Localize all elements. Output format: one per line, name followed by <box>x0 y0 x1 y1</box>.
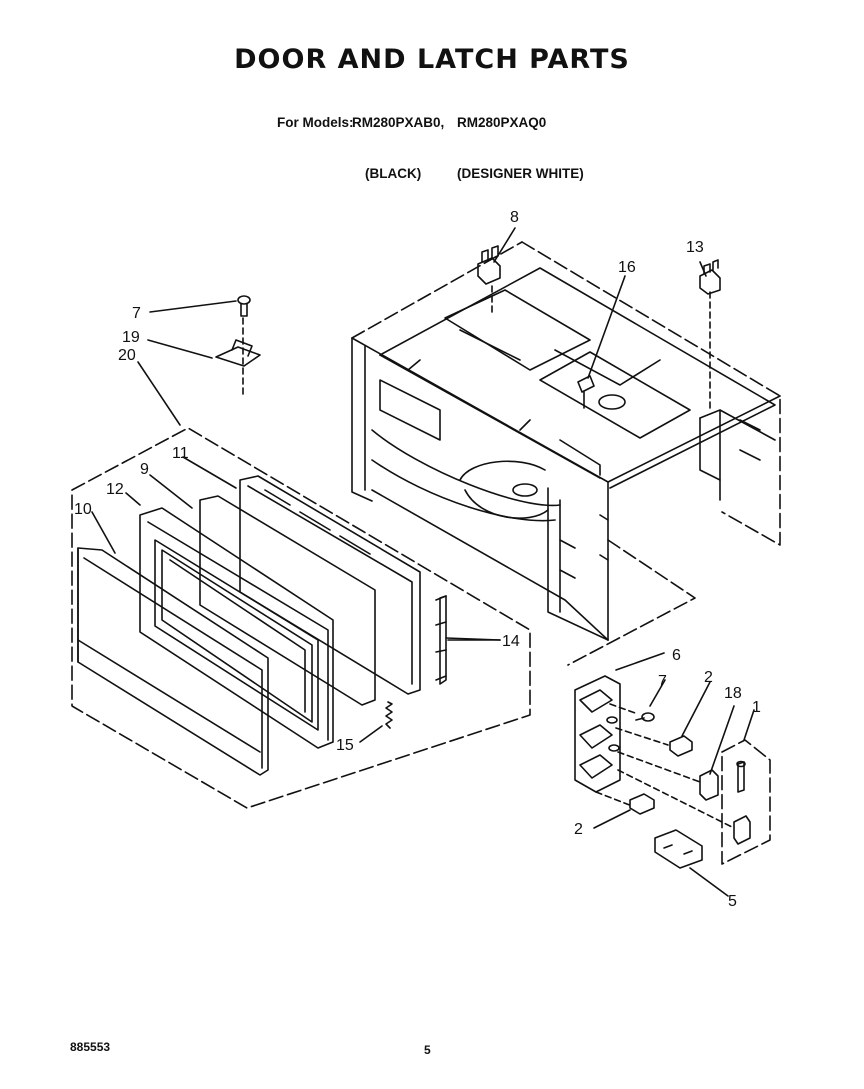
callout-20: 20 <box>118 347 136 364</box>
callout-8: 8 <box>510 209 519 226</box>
part-18-switch <box>699 769 719 801</box>
callout-2-lower: 2 <box>574 821 583 838</box>
callout-15: 15 <box>336 737 354 754</box>
part-1-interlock-bracket <box>721 739 771 865</box>
part-5-lever <box>654 829 703 869</box>
callout-1: 1 <box>752 699 761 716</box>
callout-14: 14 <box>502 633 520 650</box>
part-15-spring <box>385 701 393 729</box>
callout-12: 12 <box>106 481 124 498</box>
models-prefix: For Models: <box>277 115 354 130</box>
door-assembly-outline <box>71 427 531 809</box>
callout-10: 10 <box>74 501 92 518</box>
part-13-clip <box>699 259 721 295</box>
callout-5: 5 <box>728 893 737 910</box>
callout-19: 19 <box>122 329 140 346</box>
page-number: 5 <box>424 1043 431 1057</box>
part-10-door-panel <box>77 547 269 776</box>
callout-9: 9 <box>140 461 149 478</box>
callout-11: 11 <box>172 445 189 462</box>
page-title: DOOR AND LATCH PARTS <box>234 44 630 75</box>
callout-7-latch: 7 <box>658 673 667 690</box>
callout-2-upper: 2 <box>704 669 713 686</box>
part-2-switch-lower <box>629 793 655 815</box>
callout-13: 13 <box>686 239 704 256</box>
callout-16: 16 <box>618 259 636 276</box>
part-12-door-frame <box>139 507 334 749</box>
part-9-window <box>199 495 376 706</box>
callout-7-top: 7 <box>132 305 141 322</box>
part-8-clip <box>477 245 501 285</box>
part-7-screw-latch <box>635 712 655 722</box>
oven-cavity <box>351 241 781 641</box>
part-2-switch-upper <box>669 735 693 757</box>
model-variant-1: (BLACK) <box>365 166 422 181</box>
part-16-pin <box>577 375 595 409</box>
callout-6: 6 <box>672 647 681 664</box>
part-7-screw-top <box>237 295 251 317</box>
part-11-choke <box>239 475 421 695</box>
callout-18: 18 <box>724 685 742 702</box>
model-number-2: RM280PXAQ0 <box>457 115 547 130</box>
model-variant-2: (DESIGNER WHITE) <box>457 166 584 181</box>
model-info: For Models:RM280PXAB0, RM280PXAQ0 (BLACK)… <box>277 80 584 199</box>
part-19-bracket <box>215 339 261 367</box>
document-number: 885553 <box>70 1040 111 1054</box>
part-6-latch-housing <box>574 675 621 793</box>
model-number-1: RM280PXAB0, <box>352 115 445 130</box>
